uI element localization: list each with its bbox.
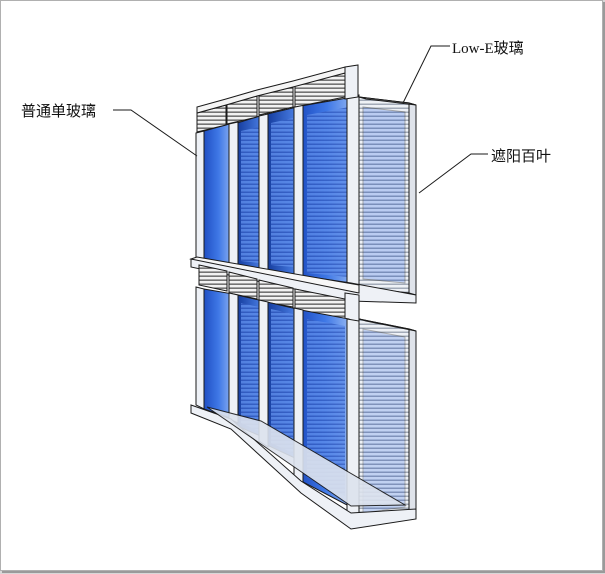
lower-glass-panes (203, 288, 350, 507)
upper-glass-panes (203, 96, 354, 284)
middle-floor-slab (189, 256, 417, 304)
leader-lines (113, 45, 488, 194)
bottom-floor-slab (190, 404, 417, 530)
upper-top-vents (196, 64, 359, 133)
upper-mullions (195, 94, 360, 288)
label-low-e-glass: Low-E玻璃 (452, 41, 524, 57)
label-shading-blinds: 遮阳百叶 (491, 147, 552, 165)
upper-shading-blind (358, 96, 417, 296)
leader-low-e-glass (402, 45, 450, 104)
leader-shading-blinds (418, 153, 488, 194)
leader-single-glass (113, 109, 198, 157)
lower-mullions (195, 286, 360, 522)
lower-shading-blind (358, 318, 417, 522)
label-single-glass: 普通单玻璃 (21, 102, 97, 120)
